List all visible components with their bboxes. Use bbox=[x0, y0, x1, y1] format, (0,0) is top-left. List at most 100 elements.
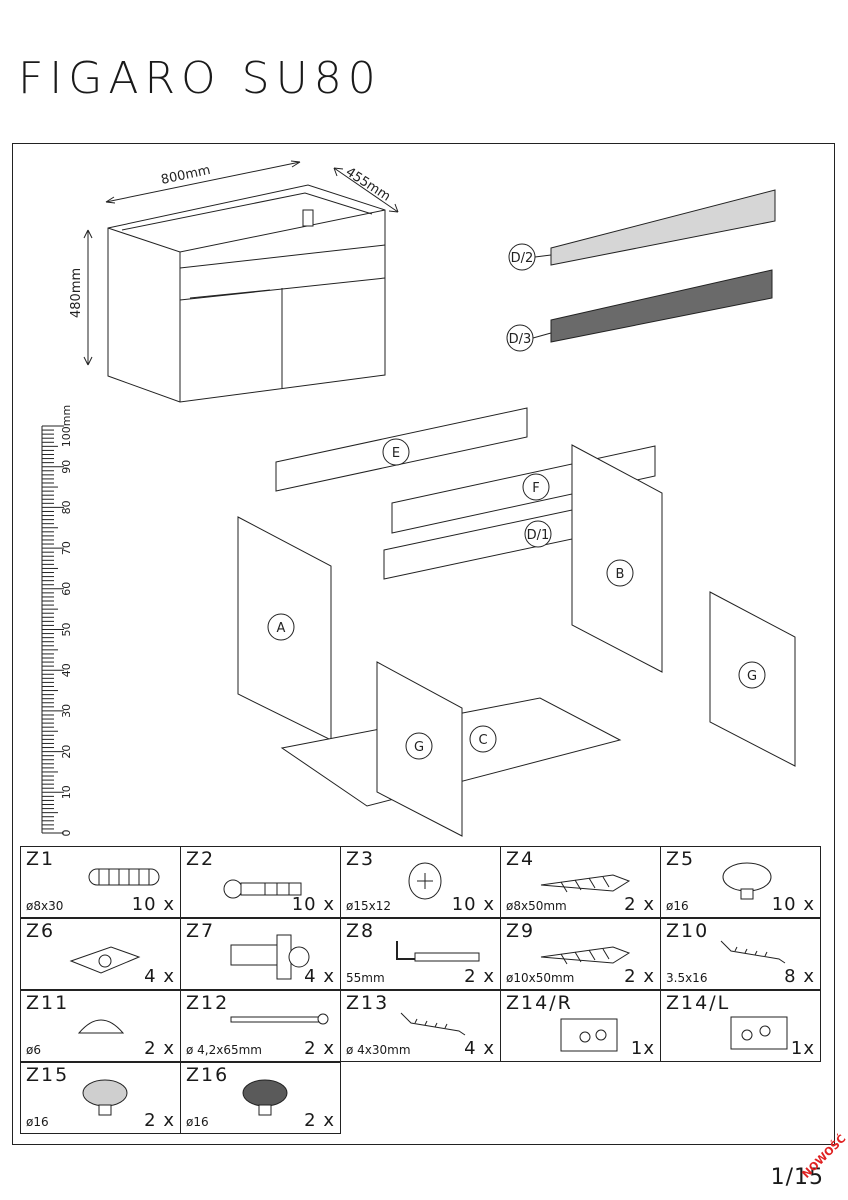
hardware-spec: 55mm bbox=[346, 971, 385, 985]
hardware-spec: 3.5x16 bbox=[666, 971, 708, 985]
label-f: F bbox=[532, 481, 539, 496]
ruler-label: 30 bbox=[60, 704, 73, 718]
height-dimension: 480mm bbox=[69, 268, 84, 318]
hardware-code: Z14/R bbox=[506, 992, 573, 1014]
label-a: A bbox=[277, 621, 286, 636]
hardware-code: Z13 bbox=[346, 992, 390, 1014]
hardware-code: Z10 bbox=[666, 920, 710, 942]
wall-plug-icon bbox=[540, 946, 631, 965]
hardware-spec: ø10x50mm bbox=[506, 971, 575, 985]
cover-cap-light-icon bbox=[82, 1079, 128, 1116]
ruler-label: 80 bbox=[60, 500, 73, 514]
hardware-spec: ø16 bbox=[666, 899, 689, 913]
cover-cap-dark-icon bbox=[242, 1079, 288, 1116]
hardware-code: Z4 bbox=[506, 848, 536, 870]
hardware-spec: ø8x30 bbox=[26, 899, 64, 913]
label-b: B bbox=[616, 567, 625, 582]
ruler-label: 40 bbox=[60, 663, 73, 677]
label-d2: D/2 bbox=[511, 251, 534, 266]
hardware-qty: 1x bbox=[630, 1038, 655, 1059]
panel-b bbox=[571, 444, 663, 673]
hardware-code: Z14/L bbox=[666, 992, 731, 1014]
hardware-qty: 2 x bbox=[624, 894, 655, 915]
ruler-label: 60 bbox=[60, 582, 73, 596]
hardware-code: Z7 bbox=[186, 920, 216, 942]
screw-icon bbox=[720, 940, 786, 964]
hardware-spec: ø 4x30mm bbox=[346, 1043, 411, 1057]
hinge-plate-icon bbox=[230, 934, 310, 980]
width-dimension: 800mm bbox=[160, 163, 212, 188]
assembly-illustration: 800mm 455mm 480mm D/2 D/3 E F D/1 B A C … bbox=[41, 160, 796, 837]
hardware-qty: 10 x bbox=[451, 894, 495, 915]
wooden-dowel-icon bbox=[88, 868, 160, 886]
ruler-label: 10 bbox=[60, 785, 73, 799]
hardware-code: Z11 bbox=[26, 992, 70, 1014]
hardware-cell-z3: Z3 ø15x12 10 x bbox=[340, 846, 501, 918]
hardware-qty: 2 x bbox=[464, 966, 495, 987]
cabinet-overview bbox=[107, 184, 386, 403]
hardware-code: Z1 bbox=[26, 848, 56, 870]
label-g-side: G bbox=[747, 669, 757, 684]
hardware-spec: ø6 bbox=[26, 1043, 41, 1057]
cap-icon bbox=[77, 1019, 125, 1034]
hardware-code: Z5 bbox=[666, 848, 696, 870]
ruler-label: 90 bbox=[60, 460, 73, 474]
ruler-label: 70 bbox=[60, 541, 73, 555]
hinge-icon bbox=[69, 946, 141, 974]
label-d3: D/3 bbox=[509, 332, 532, 347]
hardware-qty: 2 x bbox=[304, 1110, 335, 1131]
ruler-label: 50 bbox=[60, 623, 73, 637]
hardware-code: Z6 bbox=[26, 920, 56, 942]
hardware-code: Z2 bbox=[186, 848, 216, 870]
hardware-code: Z15 bbox=[26, 1064, 70, 1086]
dimension-lines bbox=[83, 160, 399, 366]
label-c: C bbox=[478, 733, 487, 748]
hanging-bracket-right-icon bbox=[560, 1018, 618, 1052]
hardware-spec: ø8x50mm bbox=[506, 899, 567, 913]
label-d1: D/1 bbox=[527, 528, 550, 543]
hardware-spec: ø16 bbox=[186, 1115, 209, 1129]
hardware-cell-z1: Z1 ø8x30 10 x bbox=[20, 846, 181, 918]
hardware-cell-z14-r: Z14/R 1x bbox=[500, 990, 661, 1062]
hardware-spec: ø15x12 bbox=[346, 899, 391, 913]
hardware-cell-z16: Z16 ø16 2 x bbox=[180, 1062, 341, 1134]
hardware-cell-z2: Z2 10 x bbox=[180, 846, 341, 918]
rail-d2 bbox=[550, 189, 776, 266]
screw-icon bbox=[400, 1012, 466, 1036]
hardware-spec: ø 4,2x65mm bbox=[186, 1043, 262, 1057]
hardware-code: Z3 bbox=[346, 848, 376, 870]
hardware-cell-z7: Z7 4 x bbox=[180, 918, 341, 990]
connector-bolt-icon bbox=[223, 879, 302, 899]
hardware-code: Z9 bbox=[506, 920, 536, 942]
long-screw-icon bbox=[230, 1013, 329, 1025]
hanging-bracket-left-icon bbox=[730, 1016, 788, 1050]
furniture-foot-icon bbox=[722, 862, 772, 900]
hardware-qty: 4 x bbox=[144, 966, 175, 987]
hook-screw-icon bbox=[396, 941, 480, 962]
hardware-cell-z6: Z6 4 x bbox=[20, 918, 181, 990]
hardware-cell-z4: Z4 ø8x50mm 2 x bbox=[500, 846, 661, 918]
label-e: E bbox=[392, 446, 400, 461]
hardware-qty: 2 x bbox=[304, 1038, 335, 1059]
label-g-front: G bbox=[414, 740, 424, 755]
hardware-code: Z16 bbox=[186, 1064, 230, 1086]
hardware-cell-z13: Z13 ø 4x30mm 4 x bbox=[340, 990, 501, 1062]
hardware-cell-z14-l: Z14/L 1x bbox=[660, 990, 821, 1062]
rail-d3 bbox=[550, 269, 773, 343]
hardware-spec: ø16 bbox=[26, 1115, 49, 1129]
hardware-qty: 10 x bbox=[131, 894, 175, 915]
hardware-cell-z9: Z9 ø10x50mm 2 x bbox=[500, 918, 661, 990]
hardware-qty: 4 x bbox=[464, 1038, 495, 1059]
assembly-frame bbox=[12, 143, 835, 1145]
hardware-qty: 1x bbox=[790, 1038, 815, 1059]
hardware-qty: 10 x bbox=[291, 894, 335, 915]
ruler-label: 100mm bbox=[60, 405, 73, 447]
hardware-qty: 4 x bbox=[304, 966, 335, 987]
hardware-qty: 2 x bbox=[624, 966, 655, 987]
